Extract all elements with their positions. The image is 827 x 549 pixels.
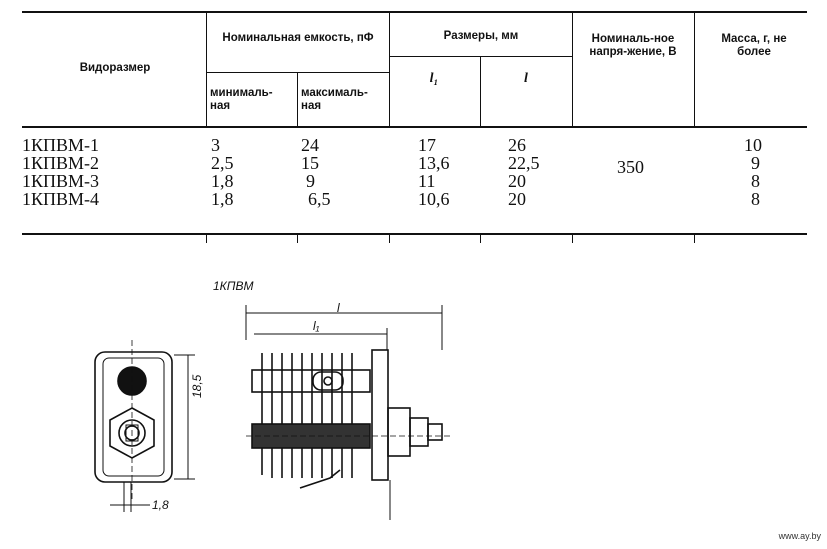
header-capacitance: Номинальная емкость, пФ [222,32,374,44]
cell-type: 1КПВМ-3 [22,171,100,191]
cell-type: 1КПВМ-1 [22,135,100,155]
cell-min: 1,8 [211,189,234,209]
dim-l1-label: l₁ [313,319,320,333]
cell-mass: 9 [751,153,760,173]
drawing-title: 1КПВМ [213,279,254,293]
cell-mass: 8 [751,189,760,209]
header-dim-l1: l₁ [429,71,439,86]
header-dim-l: l [524,71,528,86]
cell-max: 15 [301,153,319,173]
cell-l: 20 [508,189,526,209]
front-view [94,340,195,512]
watermark: www.ay.by [778,531,821,541]
cell-l: 26 [508,135,526,155]
header-dimensions: Размеры, мм [443,30,519,42]
header-voltage: Номиналь-ное напря-жение, В [589,33,677,58]
cell-max: 6,5 [308,189,331,209]
table-bottom-rule [22,233,807,235]
col-rule-1 [206,12,207,126]
col-rule-2 [297,73,298,126]
cell-l: 20 [508,171,526,191]
cell-voltage: 350 [617,157,644,177]
cell-min: 1,8 [211,171,234,191]
header-mass: Масса, г, не более [721,33,787,58]
cell-l1: 13,6 [418,153,450,173]
cell-mass: 10 [744,135,762,155]
col-rule-4 [480,57,481,126]
col-rule-5 [572,12,573,126]
cell-l: 22,5 [508,153,540,173]
cell-max: 9 [306,171,315,191]
table-header-rule [22,126,807,128]
col-stub-4 [480,234,481,243]
capacitance-subrule [206,72,389,73]
dim-l-label: l [337,301,340,315]
cell-min: 3 [211,135,220,155]
col-rule-3 [389,12,390,126]
col-stub-3 [389,234,390,243]
cell-l1: 17 [418,135,436,155]
cell-type: 1КПВМ-4 [22,189,100,209]
cell-max: 24 [301,135,319,155]
col-stub-1 [206,234,207,243]
cell-l1: 11 [418,171,436,191]
cell-type: 1КПВМ-2 [22,153,100,173]
dimensions-subrule [389,56,573,57]
table-top-rule [22,11,807,13]
cell-min: 2,5 [211,153,234,173]
dim-width-label: 1,8 [152,498,169,512]
col-rule-6 [694,12,695,126]
cell-l1: 10,6 [418,189,450,209]
col-stub-6 [694,234,695,243]
cell-mass: 8 [751,171,760,191]
col-stub-5 [572,234,573,243]
header-type: Видоразмер [79,62,151,74]
col-stub-2 [297,234,298,243]
header-cap-max: максималь-ная [301,87,368,112]
side-view [245,305,450,520]
header-cap-min: минималь-ная [210,87,273,112]
